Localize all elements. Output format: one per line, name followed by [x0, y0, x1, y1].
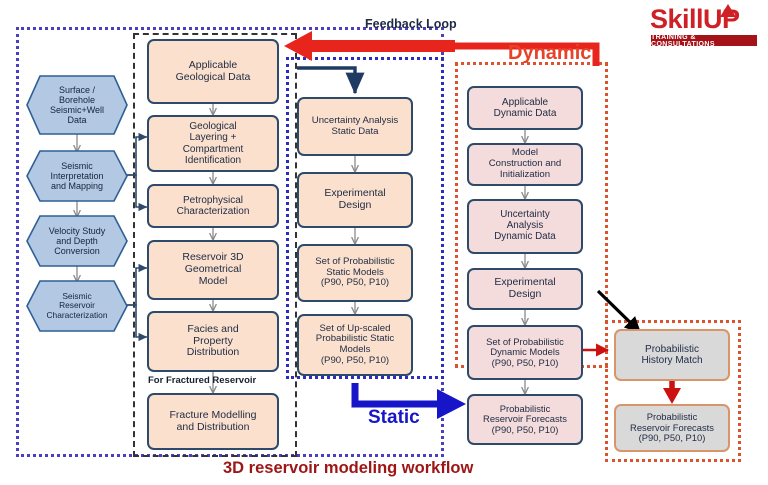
- node-label: Reservoir 3D Geometrical Model: [182, 251, 244, 287]
- node-applicable-dynamic-data[interactable]: Applicable Dynamic Data: [467, 86, 583, 130]
- node-label: Model Construction and Initialization: [488, 147, 562, 180]
- node-label: Set of Probabilistic Static Models (P90,…: [315, 255, 395, 289]
- node-probabilistic-history-match[interactable]: Probabilistic History Match: [614, 329, 730, 381]
- node-label: Geological Layering + Compartment Identi…: [182, 121, 244, 166]
- logo-tagline: TRAINING & CONSULTATIONS: [651, 34, 757, 48]
- node-probabilistic-reservoir-forecasts-history-match[interactable]: Probabilistic Reservoir Forecasts (P90, …: [614, 404, 730, 452]
- node-label: Velocity Study and Depth Conversion: [48, 225, 106, 257]
- node-label: Uncertainty Analysis Static Data: [311, 114, 399, 137]
- node-set-of-probabilistic-static-models[interactable]: Set of Probabilistic Static Models (P90,…: [297, 244, 413, 302]
- node-label: Petrophysical Characterization: [176, 194, 250, 217]
- node-set-of-probabilistic-dynamic-models[interactable]: Set of Probabilistic Dynamic Models (P90…: [467, 325, 583, 380]
- dynamic-label: Dynamic: [508, 42, 592, 64]
- logo-triangle-icon: [720, 4, 736, 17]
- feedback-loop-label: Feedback Loop: [365, 17, 457, 31]
- skillup-logo: SkillUP TRAINING & CONSULTATIONS: [648, 4, 760, 48]
- node-experimental-design-static[interactable]: Experimental Design: [297, 172, 413, 228]
- node-label: Seismic Interpretation and Mapping: [50, 160, 104, 192]
- static-models-frame: [286, 57, 444, 379]
- node-uncertainty-analysis-dynamic-data[interactable]: Uncertainty Analysis Dynamic Data: [467, 199, 583, 254]
- node-label: Uncertainty Analysis Dynamic Data: [494, 209, 556, 242]
- node-label: Seismic Reservoir Characterization: [46, 290, 108, 320]
- node-label: Set of Probabilistic Dynamic Models (P90…: [486, 335, 564, 368]
- node-set-of-upscaled-probabilistic-static-models[interactable]: Set of Up-scaled Probabilistic Static Mo…: [297, 314, 413, 376]
- node-label: Probabilistic History Match: [641, 343, 703, 366]
- node-model-construction-and-initialization[interactable]: Model Construction and Initialization: [467, 143, 583, 186]
- logo-wordmark: SkillUP: [650, 4, 740, 34]
- node-fracture-modelling-and-distribution[interactable]: Fracture Modelling and Distribution: [147, 393, 279, 450]
- node-probabilistic-reservoir-forecasts-dynamic[interactable]: Probabilistic Reservoir Forecasts (P90, …: [467, 394, 583, 445]
- history-match-frame: [605, 320, 741, 462]
- node-seismic-reservoir-characterization[interactable]: Seismic Reservoir Characterization: [26, 280, 128, 332]
- node-velocity-study-and-depth-conversion[interactable]: Velocity Study and Depth Conversion: [26, 215, 128, 267]
- static-label: Static: [368, 407, 420, 428]
- geological-frame: [133, 33, 297, 457]
- node-experimental-design-dynamic[interactable]: Experimental Design: [467, 268, 583, 310]
- node-label: Applicable Dynamic Data: [493, 96, 557, 119]
- node-surface-borehole-seismic-well-data[interactable]: Surface / Borehole Seismic+Well Data: [26, 75, 128, 135]
- node-label: Set of Up-scaled Probabilistic Static Mo…: [315, 322, 395, 366]
- node-petrophysical-characterization[interactable]: Petrophysical Characterization: [147, 184, 279, 228]
- diagram-caption: 3D reservoir modeling workflow: [223, 459, 474, 477]
- node-reservoir-3d-geometrical-model[interactable]: Reservoir 3D Geometrical Model: [147, 240, 279, 300]
- node-applicable-geological-data[interactable]: Applicable Geological Data: [147, 39, 279, 104]
- node-label: Fracture Modelling and Distribution: [169, 408, 257, 433]
- node-label: Probabilistic Reservoir Forecasts (P90, …: [483, 402, 567, 435]
- node-geological-layering-compartment-identification[interactable]: Geological Layering + Compartment Identi…: [147, 115, 279, 172]
- node-label: Probabilistic Reservoir Forecasts (P90, …: [630, 411, 714, 444]
- for-fractured-reservoir-label: For Fractured Reservoir: [148, 375, 257, 386]
- node-seismic-interpretation-and-mapping[interactable]: Seismic Interpretation and Mapping: [26, 150, 128, 202]
- node-label: Applicable Geological Data: [175, 58, 251, 83]
- node-facies-and-property-distribution[interactable]: Facies and Property Distribution: [147, 311, 279, 372]
- node-uncertainty-analysis-static-data[interactable]: Uncertainty Analysis Static Data: [297, 97, 413, 156]
- node-label: Surface / Borehole Seismic+Well Data: [49, 84, 105, 126]
- node-label: Experimental Design: [494, 276, 556, 300]
- node-label: Facies and Property Distribution: [186, 322, 240, 359]
- node-label: Experimental Design: [324, 187, 386, 211]
